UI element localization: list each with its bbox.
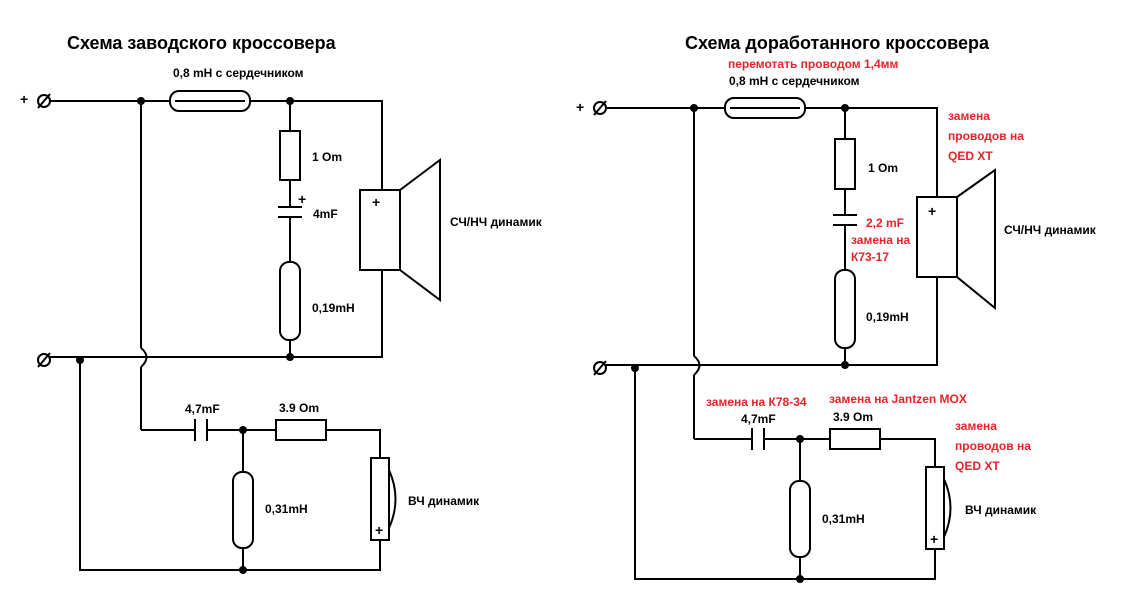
wire-note-mid-1: замена	[948, 109, 990, 123]
inductor-019-right	[834, 269, 856, 349]
factory-crossover-diagram: Схема заводского кроссовера +	[20, 33, 543, 574]
negative-terminal-right	[593, 360, 607, 376]
hf-inductor-right	[789, 480, 811, 558]
tweeter-label-right: ВЧ динамик	[965, 503, 1037, 517]
inductor-019-label-right: 0,19mH	[866, 310, 909, 324]
wire-note-hf-3: QED XT	[955, 459, 1000, 473]
capacitor-note-line2: К73-17	[851, 250, 889, 264]
main-inductor-label-right: 0,8 mH с сердечником	[729, 74, 860, 88]
rewind-note: перемотать проводом 1,4мм	[728, 57, 899, 71]
resistor-1om	[279, 130, 301, 181]
hf-inductor-label: 0,31mH	[265, 502, 308, 516]
modified-crossover-diagram: Схема доработанного кроссовера перемотат…	[576, 33, 1097, 583]
capacitor-main-right	[833, 214, 857, 226]
capacitor-main-label-right: 2,2 mF	[866, 216, 904, 230]
tweeter-plus: +	[375, 522, 383, 538]
wire-note-hf-1: замена	[955, 419, 997, 433]
mid-bass-speaker-icon	[359, 158, 441, 302]
positive-terminal-right	[593, 100, 607, 116]
wire-note-mid-3: QED XT	[948, 149, 993, 163]
resistor-1om-label: 1 Om	[312, 150, 342, 164]
hf-resistor-label: 3.9 Om	[279, 401, 319, 415]
hf-inductor	[232, 471, 254, 549]
hf-capacitor-note: замена на К78-34	[706, 395, 807, 409]
factory-diagram-title: Схема заводского кроссовера	[67, 33, 337, 53]
wire-note-mid-2: проводов на	[948, 129, 1024, 143]
tweeter-icon	[370, 457, 397, 541]
hf-inductor-label-right: 0,31mH	[822, 512, 865, 526]
capacitor-plus: +	[298, 191, 306, 207]
factory-wiring	[50, 100, 383, 571]
tweeter-plus-right: +	[930, 531, 938, 547]
negative-terminal	[37, 352, 51, 368]
tweeter-icon-right	[925, 466, 952, 550]
main-inductor	[169, 90, 251, 112]
hf-capacitor-label-right: 4,7mF	[741, 412, 776, 426]
mid-bass-speaker-label: СЧ/НЧ динамик	[450, 215, 543, 229]
plus-sign: +	[20, 91, 28, 107]
hf-resistor	[275, 419, 327, 441]
hf-capacitor-right	[751, 428, 765, 450]
hf-resistor-right	[829, 428, 881, 450]
modified-wiring	[606, 107, 938, 580]
resistor-1om-label-right: 1 Om	[868, 161, 898, 175]
inductor-019	[279, 261, 301, 341]
plus-sign-right: +	[576, 99, 584, 115]
capacitor-main	[278, 206, 302, 218]
modified-diagram-title: Схема доработанного кроссовера	[685, 33, 990, 53]
hf-resistor-note: замена на Jantzen MOX	[829, 392, 967, 406]
mid-bass-speaker-label-right: СЧ/НЧ динамик	[1004, 223, 1097, 237]
speaker-plus: +	[372, 194, 380, 210]
main-inductor-right	[724, 97, 806, 119]
mid-bass-speaker-icon-right	[916, 168, 996, 311]
hf-capacitor	[194, 419, 208, 441]
tweeter-label: ВЧ динамик	[408, 494, 480, 508]
positive-terminal	[37, 93, 51, 109]
wire-note-hf-2: проводов на	[955, 439, 1031, 453]
inductor-019-label: 0,19mH	[312, 301, 355, 315]
hf-resistor-label-right: 3.9 Om	[833, 410, 873, 424]
resistor-1om-right	[834, 138, 856, 190]
hf-capacitor-label: 4,7mF	[185, 402, 220, 416]
speaker-plus-right: +	[928, 203, 936, 219]
capacitor-main-label: 4mF	[313, 207, 338, 221]
capacitor-note-line1: замена на	[851, 233, 911, 247]
main-inductor-label: 0,8 mH с сердечником	[173, 66, 304, 80]
